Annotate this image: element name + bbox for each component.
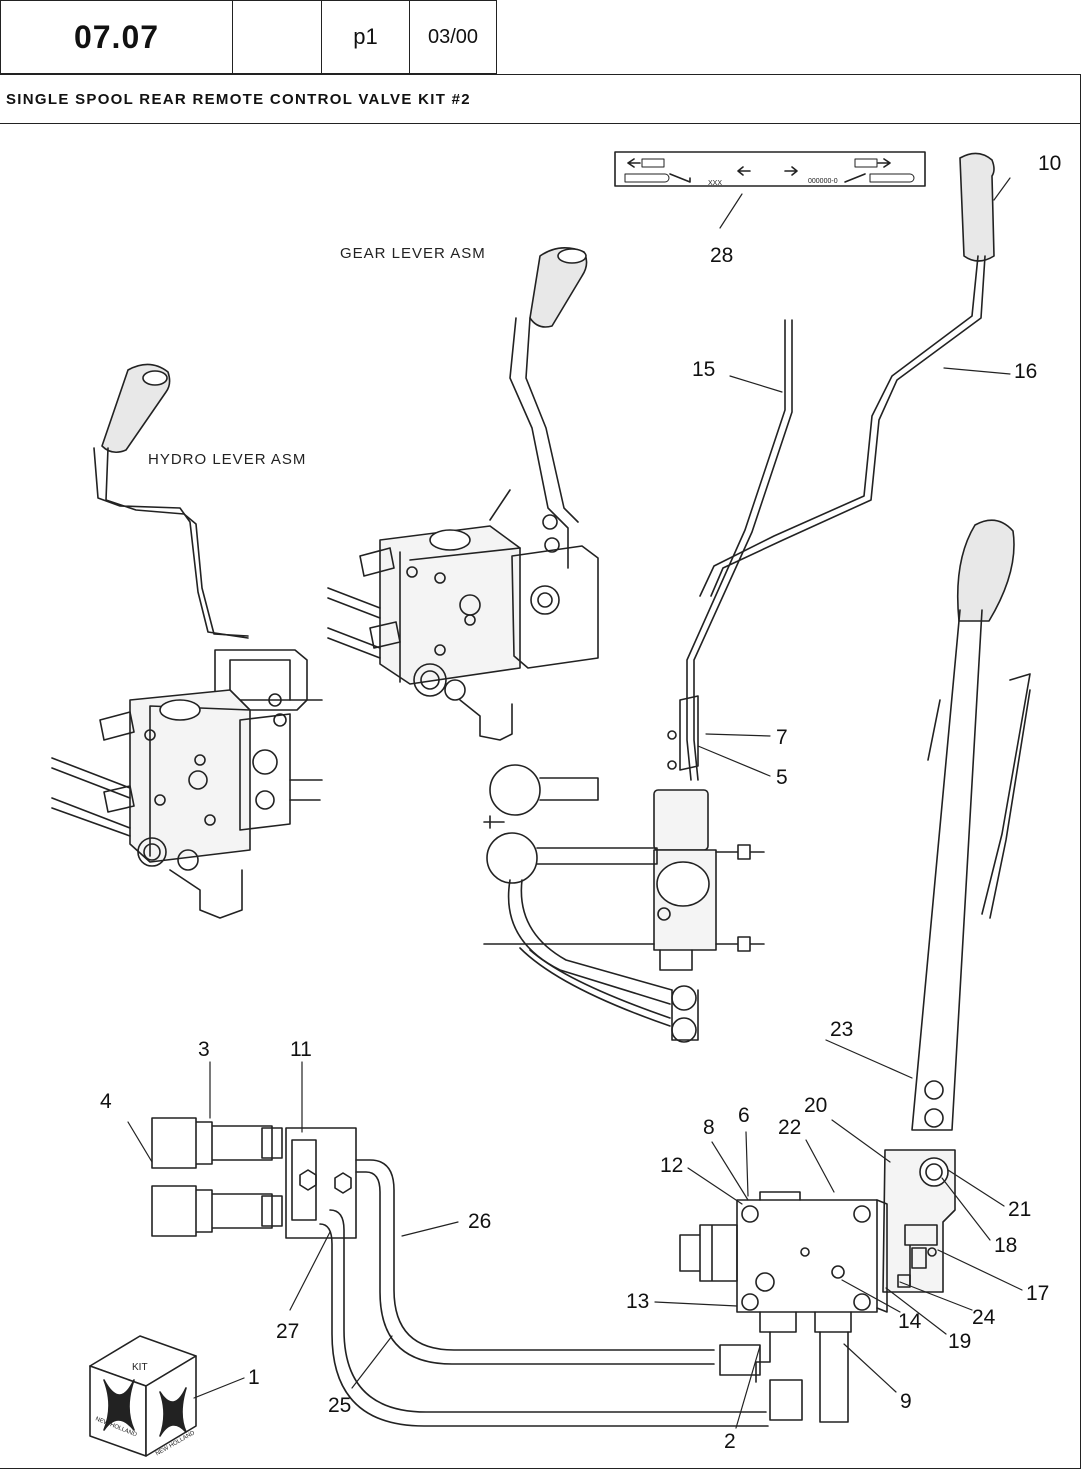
- hydro-lever-assembly: [51, 363, 323, 919]
- callout-26: 26: [468, 1210, 491, 1233]
- callout-25: 25: [328, 1394, 351, 1417]
- callout-27: 27: [276, 1320, 299, 1343]
- callout-10: 10: [1038, 152, 1061, 175]
- page-title: SINGLE SPOOL REAR REMOTE CONTROL VALVE K…: [0, 74, 1081, 124]
- callout-23: 23: [830, 1018, 853, 1041]
- lever-rods: [686, 152, 995, 781]
- hydro-lever-label: HYDRO LEVER ASM: [148, 451, 306, 468]
- decal-code-left: XXX: [708, 180, 722, 187]
- diagram-frame: [0, 124, 1081, 1469]
- kit-label: KIT: [132, 1362, 148, 1373]
- callout-9: 9: [900, 1390, 912, 1413]
- callout-12: 12: [660, 1154, 683, 1177]
- callout-24: 24: [972, 1306, 996, 1329]
- center-valve: [483, 695, 765, 1043]
- callout-20: 20: [804, 1094, 827, 1117]
- couplers-tubes: [151, 1117, 769, 1427]
- callout-28: 28: [710, 244, 733, 267]
- callout-15: 15: [692, 358, 715, 381]
- callout-7: 7: [776, 726, 788, 749]
- callout-8: 8: [703, 1116, 715, 1139]
- callout-17: 17: [1026, 1282, 1049, 1305]
- callout-22: 22: [778, 1116, 801, 1139]
- lower-valve: [679, 1149, 956, 1423]
- kit-box: [89, 1335, 197, 1457]
- issue-date: 03/00: [427, 25, 479, 48]
- gear-lever-label: GEAR LEVER ASM: [340, 245, 486, 262]
- page-number: p1: [322, 1, 410, 73]
- right-lever: [911, 519, 1031, 1131]
- callout-1: 1: [248, 1366, 260, 1389]
- callout-5: 5: [776, 766, 788, 789]
- callout-2: 2: [724, 1430, 736, 1453]
- header-table: 07.07 p1 03/00: [0, 0, 497, 74]
- callout-16: 16: [1014, 360, 1037, 383]
- callout-18: 18: [994, 1234, 1017, 1257]
- gear-lever-assembly: [327, 247, 599, 741]
- callout-13: 13: [626, 1290, 649, 1313]
- callout-19: 19: [948, 1330, 971, 1353]
- callout-6: 6: [738, 1104, 750, 1127]
- section-number: 07.07: [1, 1, 233, 73]
- decal-part: [614, 151, 926, 187]
- callout-11: 11: [290, 1038, 312, 1061]
- decal-code-right: 000000-0: [808, 178, 838, 185]
- blank-cell: [233, 1, 322, 73]
- callout-4: 4: [100, 1090, 112, 1113]
- callout-3: 3: [198, 1038, 210, 1061]
- leader-lines: [127, 177, 1023, 1429]
- callout-14: 14: [898, 1310, 922, 1333]
- callout-21: 21: [1008, 1198, 1031, 1221]
